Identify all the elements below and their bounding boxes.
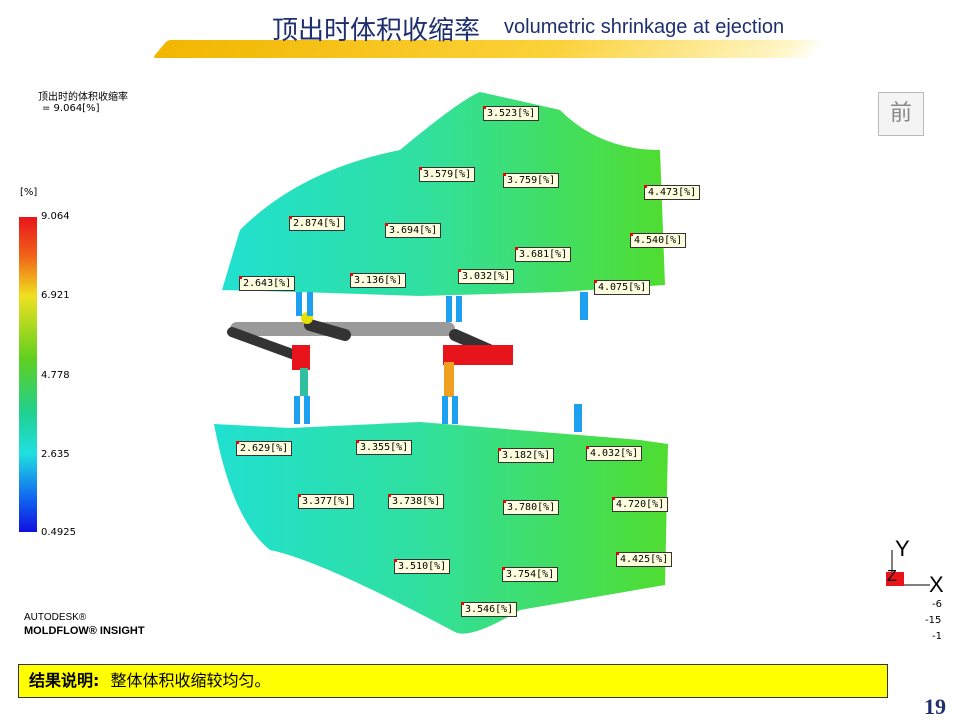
value-label: 3.377[%] [298,494,355,509]
value-label: 3.681[%] [515,247,572,262]
value-label: 3.182[%] [498,448,555,463]
note-label: 结果说明: [29,671,100,690]
legend-tick: 9.064 [41,211,70,222]
legend-tick: 6.921 [41,290,70,301]
brand-line1: AUTODESK® [24,612,87,623]
value-label: 2.874[%] [289,216,346,231]
value-label: 3.780[%] [503,500,560,515]
axis-y-label: Y [895,536,910,561]
axis-z-label: Z [887,568,897,585]
value-label: 3.759[%] [503,173,560,188]
page-number: 19 [924,694,946,719]
value-label: 3.510[%] [394,559,451,574]
value-label: 4.425[%] [616,552,673,567]
value-label: 4.540[%] [630,233,687,248]
axis-triad-icon [886,550,930,586]
legend-unit: [%] [20,187,38,198]
value-label: 2.643[%] [239,276,296,291]
upper-part [222,92,665,296]
value-label: 3.355[%] [356,440,413,455]
note-text: 整体体积收缩较均匀。 [110,671,271,690]
value-label: 3.136[%] [350,273,407,288]
result-value: = 9.064[%] [42,103,100,114]
coord-readout: -15 [925,615,942,626]
value-label: 4.473[%] [644,185,701,200]
axis-x-label: X [929,572,944,597]
value-label: 3.032[%] [458,269,515,284]
value-label: 3.738[%] [388,494,445,509]
result-name: 顶出时的体积收缩率 [38,92,128,103]
value-label: 3.523[%] [483,106,540,121]
legend-tick: 2.635 [41,449,70,460]
value-label: 3.546[%] [461,602,518,617]
brand-line2: MOLDFLOW® INSIGHT [24,625,145,637]
value-label: 3.754[%] [502,567,559,582]
value-label: 4.720[%] [612,497,669,512]
page-title-cn: 顶出时体积收缩率 [272,16,481,46]
value-label: 2.629[%] [236,441,293,456]
value-label: 3.579[%] [419,167,476,182]
coord-readout: -1 [932,631,942,642]
coord-readout: -6 [932,599,942,610]
legend-tick: 4.778 [41,370,70,381]
color-legend-bar [19,217,37,532]
legend-tick: 0.4925 [41,527,76,538]
page-title-en: volumetric shrinkage at ejection [504,16,785,38]
value-label: 4.075[%] [594,280,651,295]
result-note: 结果说明: 整体体积收缩较均匀。 [18,664,888,698]
value-label: 3.694[%] [385,223,442,238]
value-label: 4.032[%] [586,446,643,461]
view-cube-icon[interactable]: 前 [878,92,924,136]
